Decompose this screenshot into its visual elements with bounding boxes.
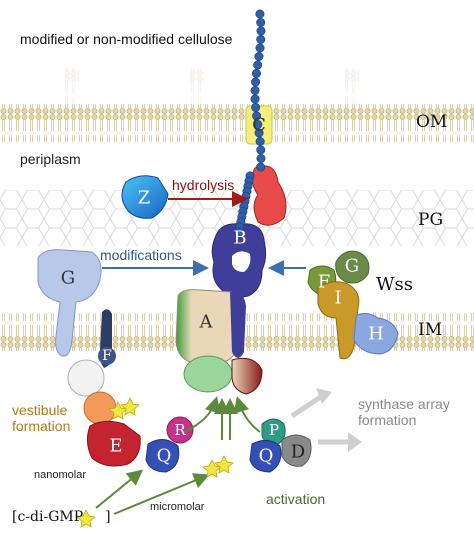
- protein-label-R: R: [174, 421, 186, 439]
- protein-A-lobe-red: [231, 357, 263, 395]
- protein-I-shape: [317, 281, 360, 360]
- cellulose-bead: [234, 227, 244, 237]
- faded-lipid-ghosts: [65, 68, 359, 104]
- protein-G-shape: [37, 249, 102, 357]
- protein-B-pocket: [232, 251, 251, 272]
- protein-label-A: A: [199, 312, 214, 333]
- wss-label: Wss: [376, 274, 413, 295]
- protein-E-shape: [86, 420, 141, 467]
- cellulose-bead: [256, 154, 266, 164]
- c-di-gmp-stars: [76, 397, 234, 528]
- protein-label-H: H: [368, 324, 384, 345]
- periplasm-label: periplasm: [20, 151, 81, 167]
- nanomolar-label: nanomolar: [34, 469, 86, 481]
- protein-label-I: I: [334, 288, 341, 309]
- protein-R-shape: [166, 416, 194, 444]
- protein-label-G: G: [61, 268, 75, 289]
- cellulose-bead: [255, 137, 265, 147]
- cellulose-bead: [256, 26, 266, 36]
- synthase-array-formation-label: synthase array formation: [358, 396, 450, 429]
- cellulose-bead: [250, 94, 260, 104]
- c-di-gmp-text: [c-di-GMP: [12, 509, 84, 525]
- activation-label: activation: [266, 491, 326, 507]
- protein-label-Q-left: Q: [157, 446, 172, 467]
- cellulose-bead: [256, 17, 266, 27]
- synthase-arrowhead-1: [316, 388, 332, 404]
- outer-membrane: [0, 104, 474, 142]
- protein-Q-right-shape: [249, 440, 282, 473]
- protein-H-shape: [353, 312, 399, 355]
- synthase-array-arrows: [290, 393, 350, 445]
- protein-F-left-head: [98, 347, 116, 365]
- cellulose-bead: [256, 145, 266, 155]
- cellulose-title: modified or non-modified cellulose: [20, 31, 233, 47]
- synthase-arrowhead-2: [348, 432, 362, 452]
- protein-label-B: B: [233, 228, 246, 249]
- protein-Q-left-shape: [145, 439, 180, 473]
- vestibule-formation-label: vestibule formation: [12, 402, 71, 435]
- protein-label-G-wss: G: [345, 256, 359, 277]
- cellulose-bead: [251, 77, 261, 87]
- micromolar-label: micromolar: [150, 501, 205, 513]
- protein-label-D: D: [291, 442, 305, 463]
- cellulose-bead: [256, 162, 266, 172]
- activation-arrows: [95, 396, 261, 515]
- protein-A-lobe-green: [183, 355, 233, 393]
- cellulose-bead: [256, 34, 266, 44]
- protein-D-shape: [281, 434, 312, 467]
- pg-label: PG: [418, 210, 444, 230]
- cellulose-bead: [250, 86, 260, 96]
- cellulose-bead: [253, 60, 263, 70]
- protein-label-F-wss: F: [318, 272, 331, 293]
- hydrolysis-label: hydrolysis: [172, 177, 235, 193]
- cellulose-bead: [255, 9, 265, 19]
- protein-label-F-left: F: [102, 348, 112, 364]
- cellulose-bead: [255, 43, 265, 53]
- protein-label-Q-right: Q: [259, 446, 274, 467]
- protein-G-wss-shape: [335, 250, 370, 284]
- c-di-gmp-bracket: ]: [105, 509, 111, 525]
- cellulose-bead: [251, 69, 261, 79]
- cellulose-bead: [251, 103, 261, 113]
- om-label: OM: [416, 112, 448, 132]
- hydrolase-protein-shape: [251, 165, 287, 226]
- cellulose-bead: [254, 51, 264, 61]
- vestibule-orange-protein: [83, 391, 117, 425]
- protein-label-E: E: [109, 436, 122, 457]
- protein-Z-shape: [121, 175, 169, 219]
- protein-label-Z: Z: [138, 188, 151, 209]
- modifications-label: modifications: [100, 247, 182, 263]
- protein-B-stalk: [230, 291, 246, 358]
- vestibule-white-protein: [67, 359, 105, 397]
- c-di-gmp-label: [c-di-GMP]: [12, 510, 111, 524]
- im-label: IM: [418, 320, 443, 340]
- protein-label-C: C: [252, 115, 266, 136]
- protein-label-P: P: [269, 421, 279, 439]
